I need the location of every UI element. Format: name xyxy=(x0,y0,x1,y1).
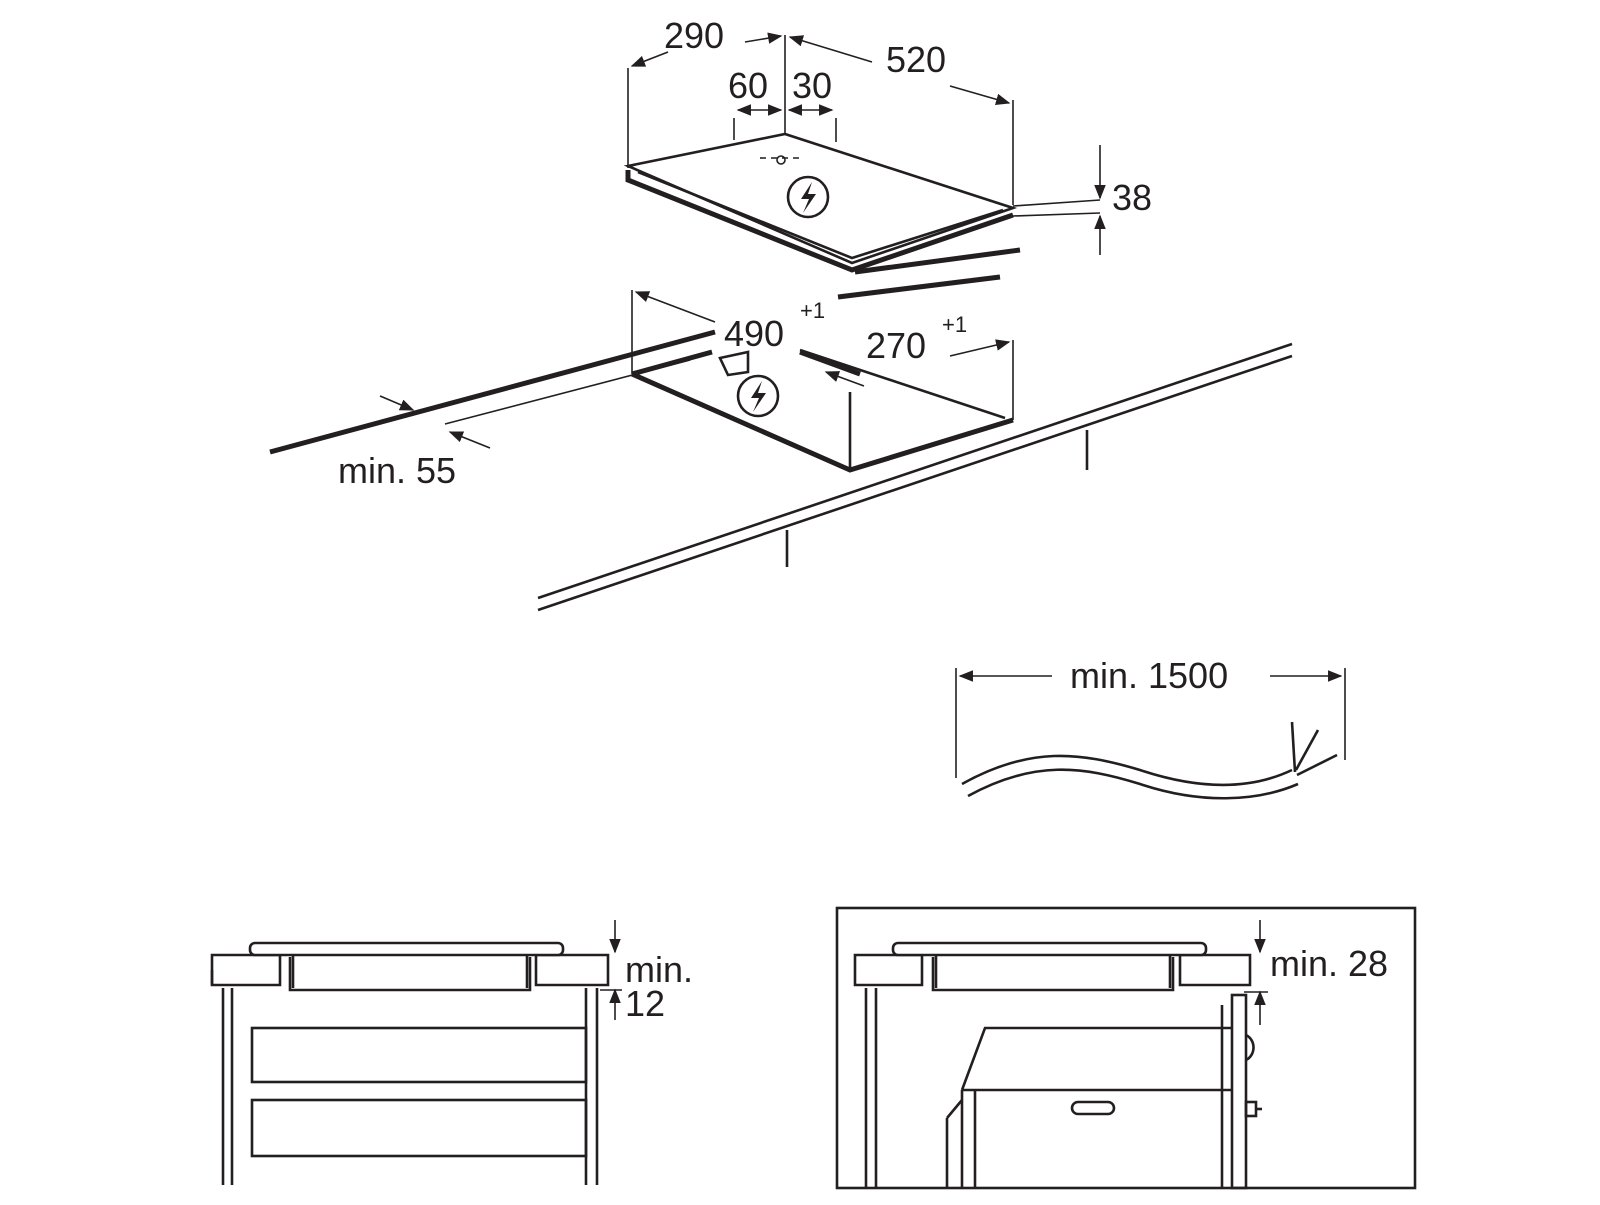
worktop-left xyxy=(853,953,924,987)
dimension-label-cable-offset-left: 60 xyxy=(728,65,768,106)
extension-line xyxy=(1012,212,1101,217)
dimension-label-cable-offset-right: 30 xyxy=(792,65,832,106)
dimension-arrow xyxy=(448,431,491,449)
dimension-label-cable-length: min. 1500 xyxy=(1070,655,1228,696)
oven-knob xyxy=(1245,1033,1255,1062)
extension-line xyxy=(1012,199,1101,207)
electric-connection-icon xyxy=(786,175,830,219)
cutout-inner-wall xyxy=(631,372,852,472)
hob-glass xyxy=(248,941,565,957)
oven-top xyxy=(960,1026,1232,1091)
dimension-arrow xyxy=(788,35,873,63)
oven-knob xyxy=(1244,1100,1258,1118)
cable-wire xyxy=(1294,729,1320,771)
electric-connection-icon xyxy=(736,374,780,418)
cable-clip xyxy=(718,350,750,377)
drawer xyxy=(250,1098,588,1158)
dimension-tolerance-depth: +1 xyxy=(942,312,967,337)
cutout-back-edge xyxy=(799,348,1006,420)
drawer xyxy=(250,1026,588,1084)
dimension-label-drawer-value: 12 xyxy=(625,983,665,1024)
power-cable xyxy=(961,754,1293,787)
worktop-left xyxy=(210,953,282,987)
dimension-label-cutout-depth: 270 xyxy=(866,325,926,366)
cutout-left-edge xyxy=(631,349,713,377)
dimension-arrow xyxy=(824,371,865,387)
dimension-label-width: 520 xyxy=(886,39,946,80)
cutout-rear-edge xyxy=(799,349,861,377)
hob-glass xyxy=(891,941,1208,957)
oven-side xyxy=(945,1099,963,1188)
cutout-front-edges xyxy=(630,371,1014,473)
dimension-label-cutout-width: 490 xyxy=(724,313,784,354)
dimension-label-min-front: min. 55 xyxy=(338,450,456,491)
worktop-edge-line xyxy=(537,342,1293,600)
dimension-tolerance-width: +1 xyxy=(800,298,825,323)
worktop-edge-line xyxy=(537,354,1293,612)
dimension-arrow xyxy=(634,291,716,323)
worktop-right xyxy=(534,953,610,987)
worktop-cutout-view: 490 +1 270 +1 min. 55 xyxy=(269,290,1293,612)
hob-top-surface xyxy=(623,132,1018,265)
cable-length-view: min. 1500 xyxy=(955,655,1346,800)
worktop-right xyxy=(1178,953,1252,987)
hob-top-view: 290 520 60 30 38 xyxy=(623,15,1152,300)
hob-box xyxy=(288,957,532,992)
oven-door-panel xyxy=(1230,993,1248,1190)
dimension-arrow xyxy=(949,339,1011,357)
cable-wire xyxy=(1290,721,1297,773)
dimension-arrow xyxy=(949,85,1011,105)
dimension-label-oven-min: min. 28 xyxy=(1270,943,1388,984)
dimension-label-depth: 290 xyxy=(664,15,724,56)
worktop-front-edge xyxy=(269,329,716,455)
dimension-arrow xyxy=(630,51,669,67)
cable-entry-point xyxy=(776,155,786,165)
hob-shadow-line xyxy=(837,274,1001,300)
oven-frame xyxy=(835,906,1417,1190)
hob-box xyxy=(931,957,1175,992)
oven-handle xyxy=(1070,1100,1116,1116)
power-cable xyxy=(967,768,1299,800)
dimension-arrow xyxy=(744,32,783,44)
dimension-arrow xyxy=(379,395,415,411)
oven-installation-view: min. 28 xyxy=(835,906,1417,1190)
cable-wire xyxy=(1296,753,1338,777)
hob-edge xyxy=(625,170,1014,273)
dimension-label-drawer-min: min. xyxy=(625,949,693,990)
hob-inner-edge xyxy=(637,170,1004,260)
dimension-label-height: 38 xyxy=(1112,177,1152,218)
hob-shadow-line xyxy=(854,247,1021,275)
drawer-installation-view: min. 12 xyxy=(210,920,693,1185)
